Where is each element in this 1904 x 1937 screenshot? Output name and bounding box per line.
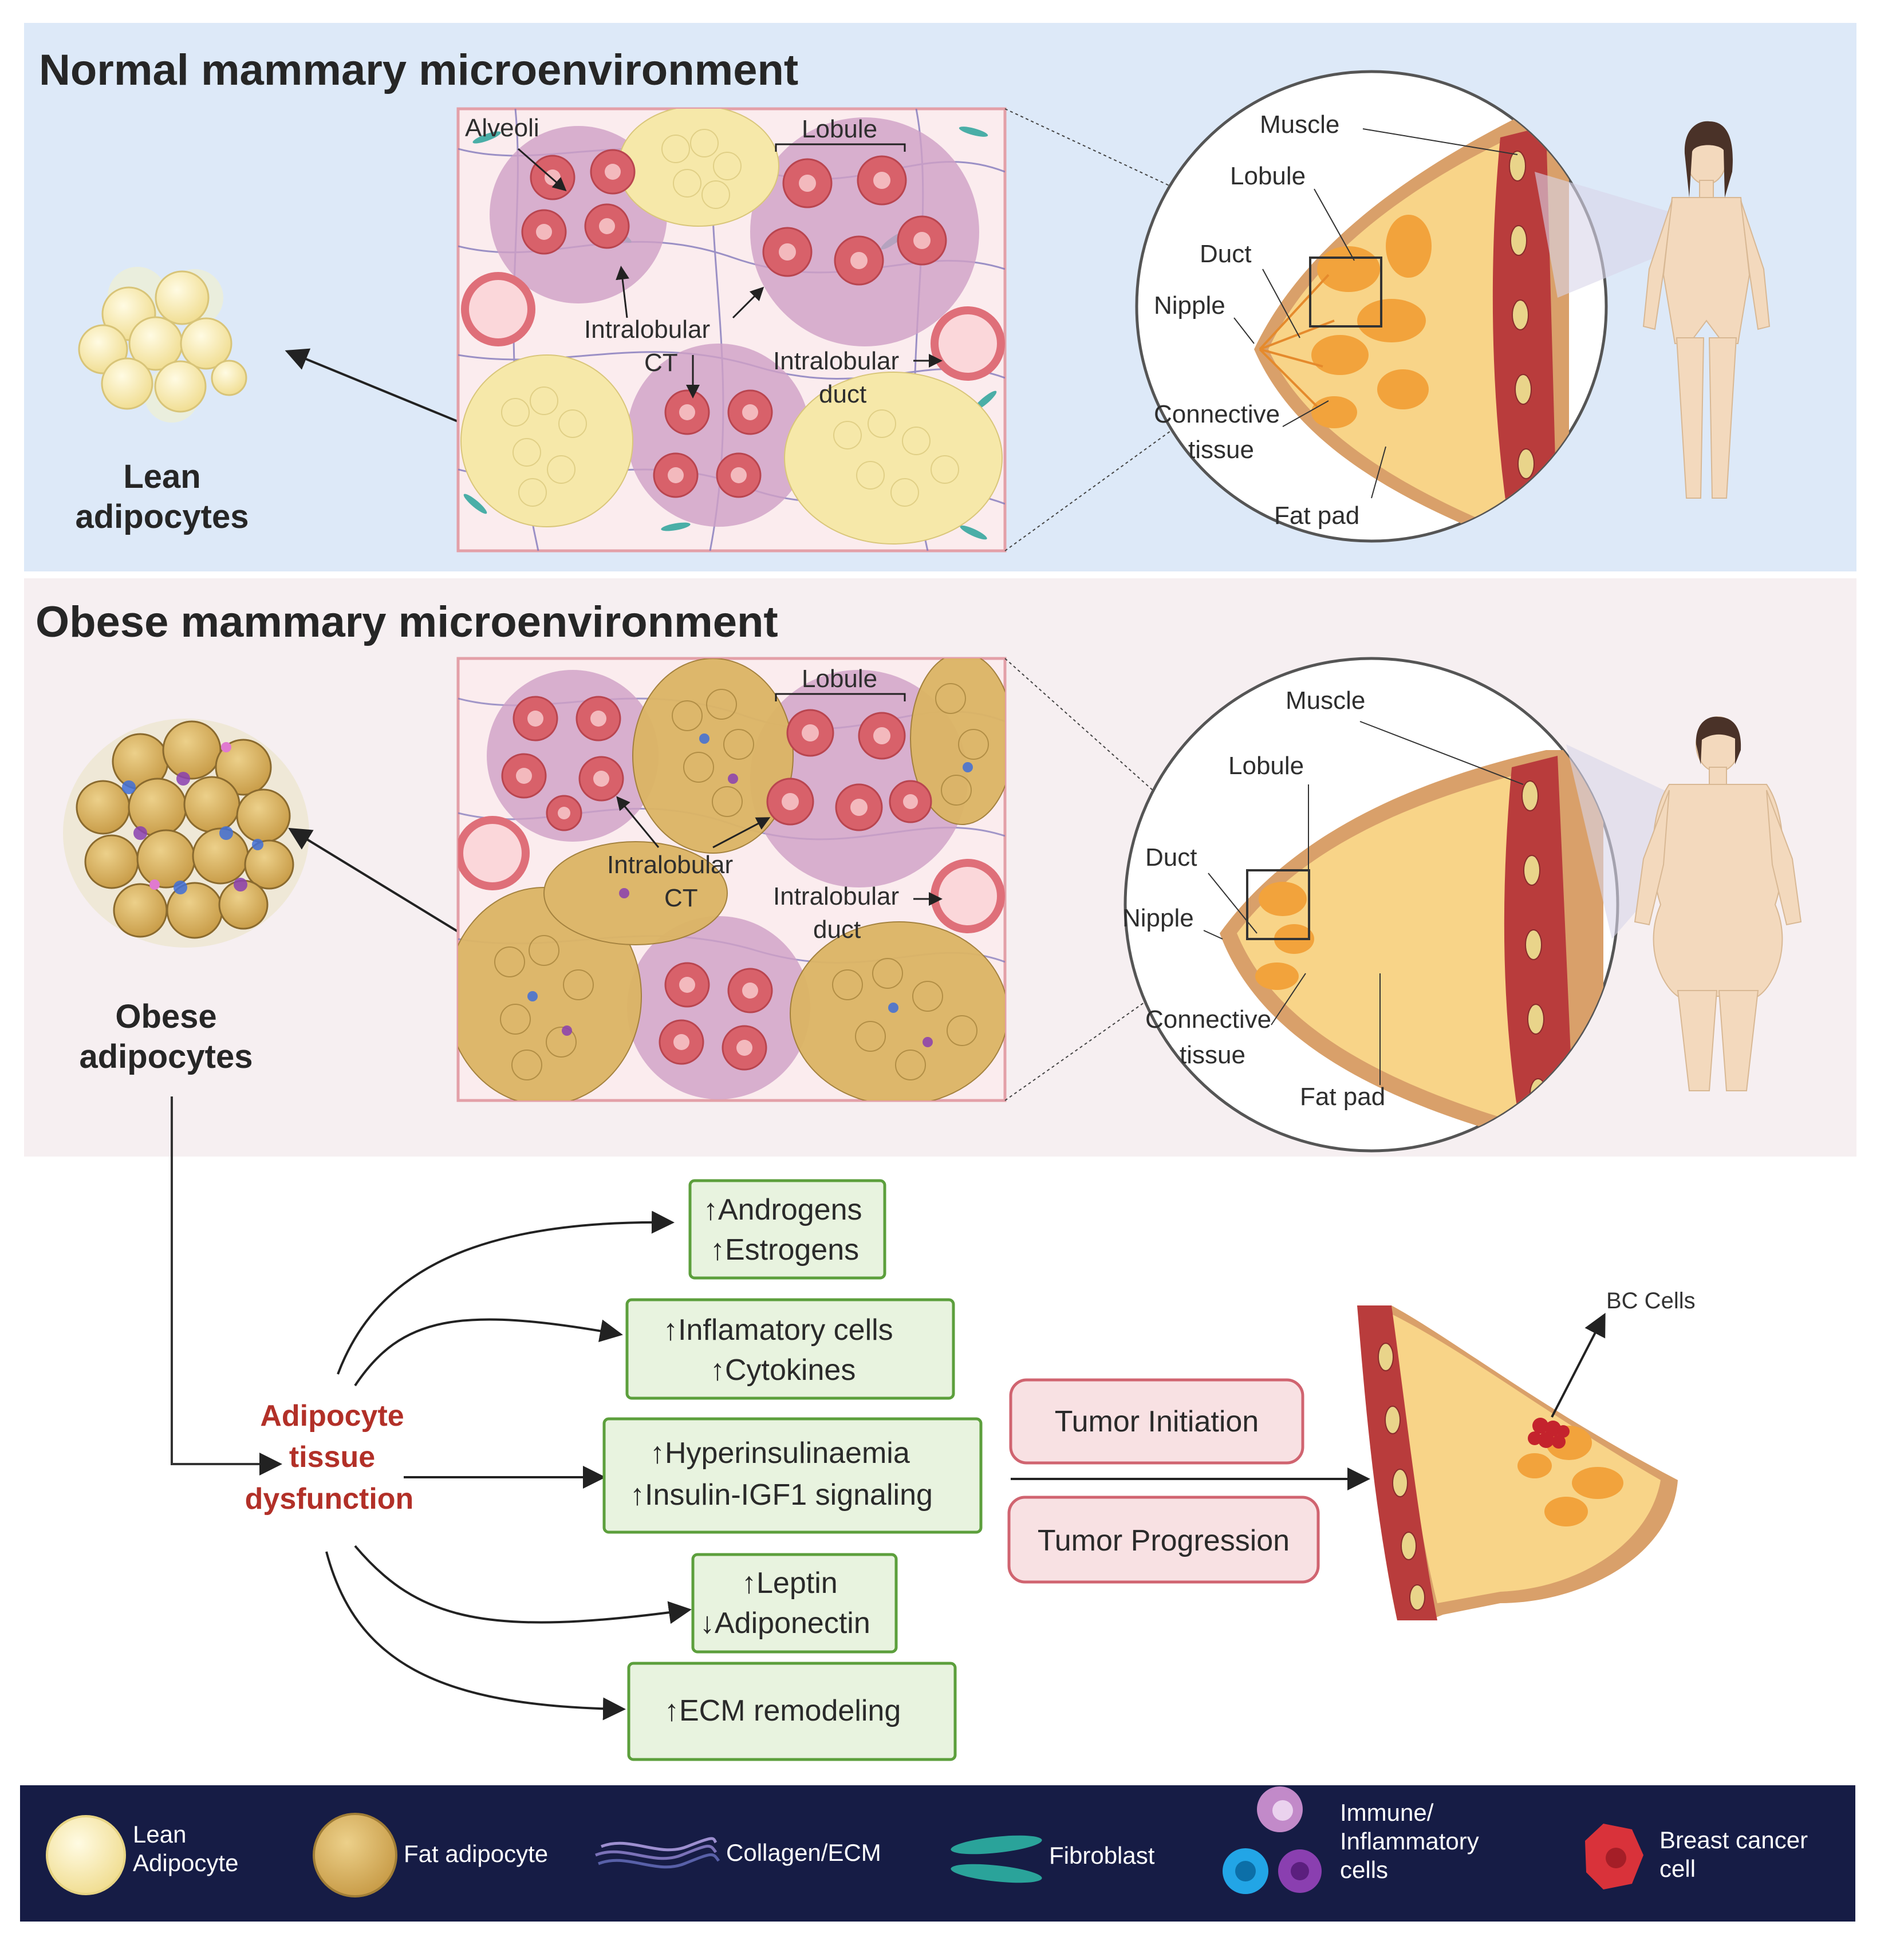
legend-immune-line1: Immune/ xyxy=(1340,1799,1434,1826)
normal-breast-anatomy: Muscle Lobule Duct Nipple Connective tis… xyxy=(1135,70,1608,543)
tumor-initiation-label: Tumor Initiation xyxy=(1055,1405,1259,1438)
legend-lean-line2: Adipocyte xyxy=(133,1849,238,1876)
dysfunction-label-line1: Adipocyte xyxy=(260,1399,404,1433)
legend-fat-label: Fat adipocyte xyxy=(404,1840,548,1867)
obese-fat-pad-label: Fat pad xyxy=(1300,1083,1385,1111)
legend-immune-line3: cells xyxy=(1340,1856,1388,1883)
normal-anatomy-lobule-label: Lobule xyxy=(1230,162,1306,190)
normal-intralobular-ct-label-line2: CT xyxy=(644,349,678,377)
effect-box-ecm: ↑ECM remodeling xyxy=(627,1662,957,1761)
legend-immune-line2: Inflammatory xyxy=(1340,1828,1479,1855)
obese-panel-title: Obese mammary microenvironment xyxy=(36,598,778,646)
obese-breast-anatomy: Muscle Lobule Duct Nipple Connective tis… xyxy=(1122,657,1619,1153)
normal-duct-label: Duct xyxy=(1200,240,1251,268)
dysfunction-label-line2: tissue xyxy=(289,1441,375,1474)
collagen-icon xyxy=(595,1837,720,1869)
bc-cells-label: BC Cells xyxy=(1606,1288,1696,1313)
tumor-progression-label: Tumor Progression xyxy=(1038,1524,1290,1557)
tumor-breast-illustration: BC Cells xyxy=(1357,1288,1696,1620)
legend-item-fibroblast: Fibroblast xyxy=(951,1835,1155,1883)
effect-cytokines: ↑Cytokines xyxy=(710,1354,856,1387)
obese-duct-label: Duct xyxy=(1145,843,1197,871)
normal-connective-label-line1: Connective xyxy=(1154,400,1280,428)
obese-intralobular-duct-label-line2: duct xyxy=(813,916,861,944)
obese-anatomy-lobule-label: Lobule xyxy=(1228,752,1304,780)
normal-muscle-label: Muscle xyxy=(1260,111,1339,139)
effect-hyperinsulinaemia: ↑Hyperinsulinaemia xyxy=(650,1437,910,1470)
dysfunction-label-line3: dysfunction xyxy=(245,1482,414,1516)
effect-box-insulin: ↑Hyperinsulinaemia ↑Insulin-IGF1 signali… xyxy=(602,1417,983,1534)
effect-ecm-remodeling: ↑ECM remodeling xyxy=(664,1694,901,1727)
obese-woman-figure xyxy=(1634,716,1802,1091)
obese-to-dysfunction-connector xyxy=(171,1096,282,1476)
obese-adipocyte-cluster xyxy=(63,719,309,948)
normal-nipple-label: Nipple xyxy=(1154,291,1225,319)
lean-adipocyte-cluster xyxy=(78,267,247,423)
legend-lean-line1: Lean xyxy=(133,1821,186,1848)
obese-intralobular-duct-label-line1: Intralobular xyxy=(773,882,899,910)
obese-nipple-label: Nipple xyxy=(1122,904,1194,932)
normal-fat-pad-label: Fat pad xyxy=(1274,502,1359,530)
lean-woman-hair xyxy=(1684,121,1733,198)
effect-box-inflammation: ↑Inflamatory cells ↑Cytokines xyxy=(625,1298,955,1400)
normal-panel-title: Normal mammary microenvironment xyxy=(39,46,798,94)
legend-item-breast-cancer: Breast cancer cell xyxy=(1585,1824,1808,1889)
obese-connective-label-line1: Connective xyxy=(1145,1005,1271,1033)
effect-box-hormones: ↑Androgens ↑Estrogens xyxy=(688,1179,886,1280)
lean-adipocyte-icon xyxy=(46,1815,126,1895)
legend-item-collagen: Collagen/ECM xyxy=(595,1837,881,1869)
normal-intralobular-ct-label-line1: Intralobular xyxy=(584,315,710,344)
lean-adipocytes-label-line2: adipocytes xyxy=(76,498,249,535)
alveoli-label: Alveoli xyxy=(465,114,539,142)
obese-connective-label-line2: tissue xyxy=(1180,1041,1245,1069)
obese-intralobular-ct-label-line2: CT xyxy=(664,884,698,912)
fibroblast-icon xyxy=(951,1835,1042,1883)
legend-collagen-label: Collagen/ECM xyxy=(726,1839,881,1866)
normal-connective-label-line2: tissue xyxy=(1188,436,1254,464)
effect-adiponectin: ↓Adiponectin xyxy=(700,1607,870,1640)
effect-insulin-igf1: ↑Insulin-IGF1 signaling xyxy=(630,1478,933,1512)
obese-adipocytes-label-line2: adipocytes xyxy=(80,1038,253,1075)
obese-tissue-section: Lobule Intralobular CT Intralobular duct xyxy=(456,657,1007,1102)
obese-woman-hair xyxy=(1696,716,1741,764)
normal-lobule-label: Lobule xyxy=(802,115,877,143)
outcome-tumor-initiation: Tumor Initiation xyxy=(1009,1378,1304,1465)
obese-lobule-label: Lobule xyxy=(802,665,877,693)
effect-box-adipokines: ↑Leptin ↓Adiponectin xyxy=(691,1553,898,1654)
obese-muscle-label: Muscle xyxy=(1286,687,1365,715)
legend-cancer-line1: Breast cancer xyxy=(1659,1826,1808,1853)
normal-tissue-section: Alveoli Lobule Intralobular CT Intralobu… xyxy=(456,107,1007,553)
effect-androgens: ↑Androgens xyxy=(703,1193,862,1226)
effect-estrogens: ↑Estrogens xyxy=(710,1233,859,1267)
normal-panel: Normal mammary microenvironment Lean adi… xyxy=(24,23,1856,571)
normal-intralobular-duct-label-line2: duct xyxy=(819,380,866,408)
normal-intralobular-duct-label-line1: Intralobular xyxy=(773,347,899,375)
legend-bar: Lean Adipocyte Fat adipocyte Collagen/EC… xyxy=(20,1785,1855,1922)
legend-item-fat-adipocyte: Fat adipocyte xyxy=(313,1813,548,1897)
effect-inflammatory-cells: ↑Inflamatory cells xyxy=(663,1313,893,1347)
effect-leptin: ↑Leptin xyxy=(742,1567,838,1600)
obese-intralobular-ct-label-line1: Intralobular xyxy=(607,851,733,879)
legend-item-immune: Immune/ Inflammatory cells xyxy=(1223,1786,1479,1894)
legend-item-lean-adipocyte: Lean Adipocyte xyxy=(46,1815,238,1895)
lean-woman-figure xyxy=(1642,127,1771,499)
fat-adipocyte-icon xyxy=(313,1813,397,1897)
legend-cancer-line2: cell xyxy=(1659,1855,1696,1882)
immune-cells-icon xyxy=(1223,1786,1322,1894)
obese-adipocytes-label-line1: Obese xyxy=(115,998,216,1035)
dysfunction-flow: Adipocyte tissue dysfunction ↑Androgens … xyxy=(171,1096,1696,1761)
obese-panel: Obese mammary microenvironment Obese adi… xyxy=(24,578,1856,1157)
outcome-tumor-progression: Tumor Progression xyxy=(1007,1496,1320,1584)
legend-fibroblast-label: Fibroblast xyxy=(1049,1842,1155,1869)
lean-adipocytes-label-line1: Lean xyxy=(123,458,200,495)
